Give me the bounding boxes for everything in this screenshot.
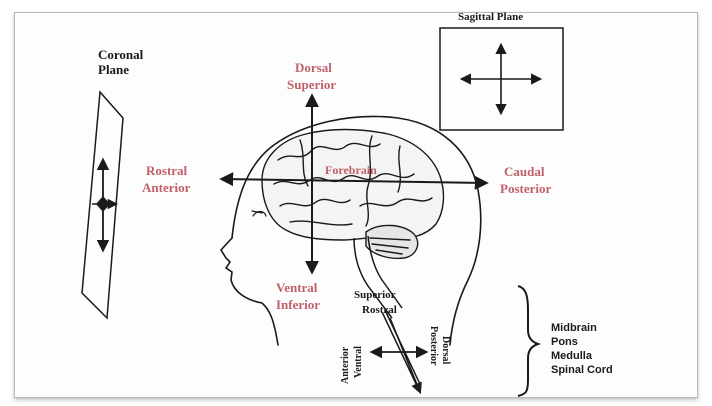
inferior-label: Inferior — [276, 297, 320, 312]
superior-label: Superior — [287, 77, 336, 92]
brain — [261, 128, 445, 260]
forebrain-label: Forebrain — [325, 163, 377, 177]
main-axes — [219, 93, 489, 275]
brainstem — [353, 235, 403, 319]
spinal-superior-label: Superior — [354, 289, 396, 301]
spinal-anterior-label: Anterior — [340, 346, 351, 384]
spinal-posterior-label: Posterior — [428, 326, 439, 366]
spinal-rostral-label: Rostral — [362, 304, 397, 316]
caudal-label: Caudal — [504, 164, 545, 179]
anterior-label: Anterior — [142, 180, 191, 195]
sagittal-plane — [439, 27, 564, 131]
brace-icon — [517, 285, 542, 397]
spinal-dorsal-label: Dorsal — [440, 336, 451, 365]
ventral-label: Ventral — [276, 280, 318, 295]
posterior-label: Posterior — [500, 181, 551, 196]
brainstem-item: Midbrain — [551, 322, 597, 334]
coronal-label-line1: Coronal — [98, 47, 144, 62]
coronal-plane — [81, 90, 124, 320]
dorsal-label: Dorsal — [295, 60, 332, 75]
coronal-label-line2: Plane — [98, 62, 129, 77]
sagittal-label: Sagittal Plane — [458, 11, 523, 23]
rostral-label: Rostral — [146, 163, 188, 178]
brainstem-item: Pons — [551, 336, 578, 348]
brainstem-item: Medulla — [551, 350, 593, 362]
spinal-ventral-label: Ventral — [353, 346, 364, 378]
spinal-axis-arrows — [369, 310, 429, 395]
brainstem-list: Midbrain Pons Medulla Spinal Cord — [551, 322, 613, 376]
brainstem-item: Spinal Cord — [551, 364, 613, 376]
